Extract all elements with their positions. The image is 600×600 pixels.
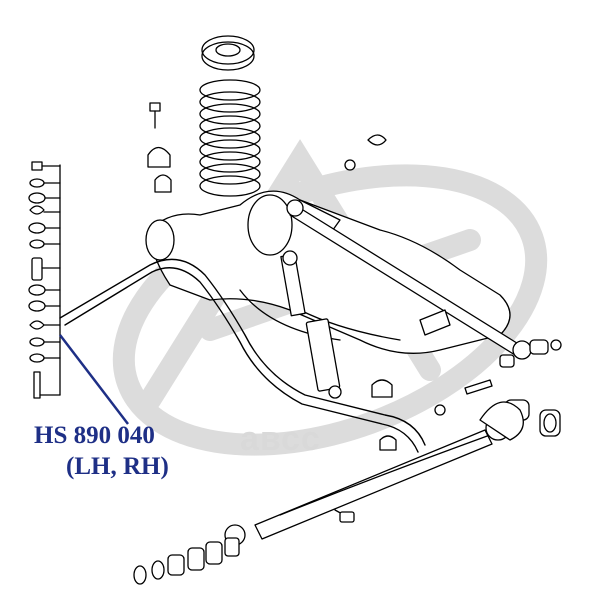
bolt: [149, 102, 161, 129]
clip: [344, 134, 387, 171]
mount-bracket: [371, 309, 451, 451]
part-callout: HS 890 040 (LH, RH): [34, 420, 169, 483]
watermark-text: авсс: [240, 420, 321, 458]
stabilizer-bar: [59, 258, 426, 453]
callout-leader-line: [59, 334, 129, 425]
stabilizer-link-kit: [28, 161, 61, 399]
trailing-arm: [224, 401, 524, 546]
part-number: HS 890 040: [34, 422, 155, 449]
coil-spring: [199, 79, 261, 197]
bushings-bottom: [133, 537, 240, 585]
part-sides: (LH, RH): [66, 453, 169, 481]
shock-absorber: [280, 250, 342, 399]
lateral-rod: [286, 199, 532, 360]
stabilizer-bracket: [147, 146, 172, 193]
spring-seat: [201, 35, 255, 71]
bolts-lower: [334, 379, 493, 523]
